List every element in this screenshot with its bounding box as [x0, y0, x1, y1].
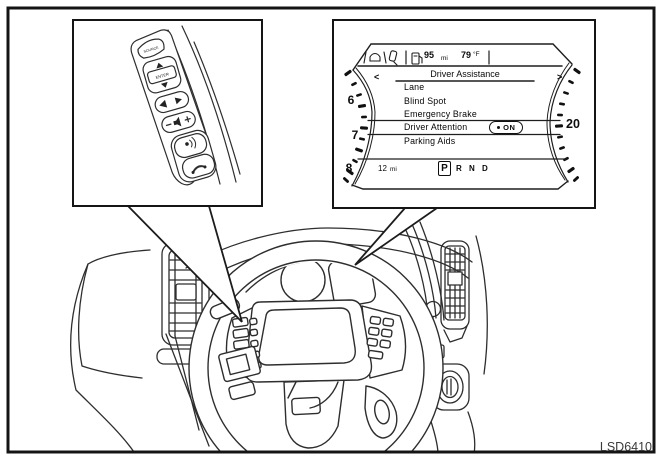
menu-item-driver-attention[interactable]: Driver Attention [404, 122, 468, 132]
volume-minus-icon [165, 123, 172, 127]
voice-command-icon [185, 142, 189, 146]
key-cylinder-area [218, 345, 261, 401]
trip-odometer-unit: mi [390, 166, 397, 173]
lane-lines [363, 51, 387, 64]
callout-right-box [332, 19, 596, 209]
toggle-state-label: ON [503, 122, 516, 132]
screen-bottom-edge [351, 180, 569, 190]
menu-title: Driver Assistance [430, 69, 500, 79]
figure-border [6, 6, 656, 454]
speed-mark-20: 20 [566, 117, 580, 131]
leader-line-left [127, 205, 243, 323]
tach-mark-7: 7 [351, 128, 359, 142]
menu-item-emergency-brake[interactable]: Emergency Brake [404, 109, 477, 119]
enter-label: ENTER [155, 71, 170, 80]
fuel-range-value: 95 [424, 50, 435, 60]
toggle-indicator-dot [496, 125, 501, 129]
enter-rocker[interactable]: ENTER [141, 55, 183, 95]
status-icons [363, 50, 490, 67]
prev-page-arrow[interactable]: < [374, 72, 380, 82]
next-page-arrow[interactable]: > [557, 72, 563, 82]
pedal-icon [388, 50, 398, 62]
tachometer-arc [342, 67, 376, 187]
wheel-rim-curve [193, 41, 241, 175]
driver-assist-car-icon [369, 52, 381, 62]
gear-positions-rnd: R N D [456, 164, 491, 173]
down-arrow-icon [160, 81, 168, 88]
wheel-rim-inner [207, 259, 425, 460]
steering-wheel-drawing [188, 240, 444, 460]
source-label: SOURCE [143, 46, 159, 54]
tach-mark-8: 8 [345, 161, 353, 175]
right-air-vent [440, 240, 470, 343]
right-arrow-icon [174, 97, 182, 105]
volume-button[interactable] [160, 110, 197, 135]
figure-code: LSD6410 [599, 440, 652, 454]
menu-item-blind-spot[interactable]: Blind Spot [404, 96, 447, 106]
cluster-display-art [342, 43, 581, 190]
gear-position-p: P [438, 161, 451, 176]
temperature-unit: °F [473, 51, 480, 58]
fuel-range-unit: mi [441, 55, 448, 62]
volume-plus-icon [184, 116, 191, 123]
fuel-pump-icon [411, 52, 423, 65]
up-arrow-icon [156, 62, 164, 69]
seek-button[interactable] [153, 90, 190, 115]
screen-top-edge [352, 43, 573, 71]
right-spoke-switches[interactable] [365, 315, 395, 360]
left-arrow-icon [159, 99, 168, 108]
tach-mark-6: 6 [347, 93, 355, 107]
speaker-icon [173, 116, 182, 127]
wheel-rim-curve [181, 25, 237, 183]
selection-row-border [367, 119, 561, 136]
phone-button[interactable] [180, 152, 216, 180]
menu-item-parking-aids[interactable]: Parking Aids [404, 136, 456, 146]
voice-command-button[interactable] [172, 132, 208, 160]
leader-line-right [354, 207, 438, 266]
trip-odometer-value: 12 [378, 164, 387, 173]
menu-item-lane[interactable]: Lane [404, 82, 425, 92]
temperature-value: 79 [461, 50, 472, 60]
airbag-pad [244, 299, 373, 383]
source-button[interactable]: SOURCE [136, 37, 166, 60]
driver-attention-toggle[interactable]: ON [489, 121, 523, 134]
steering-switch-panel: SOURCE ENTER [130, 29, 217, 186]
speedometer-arc [546, 62, 581, 183]
